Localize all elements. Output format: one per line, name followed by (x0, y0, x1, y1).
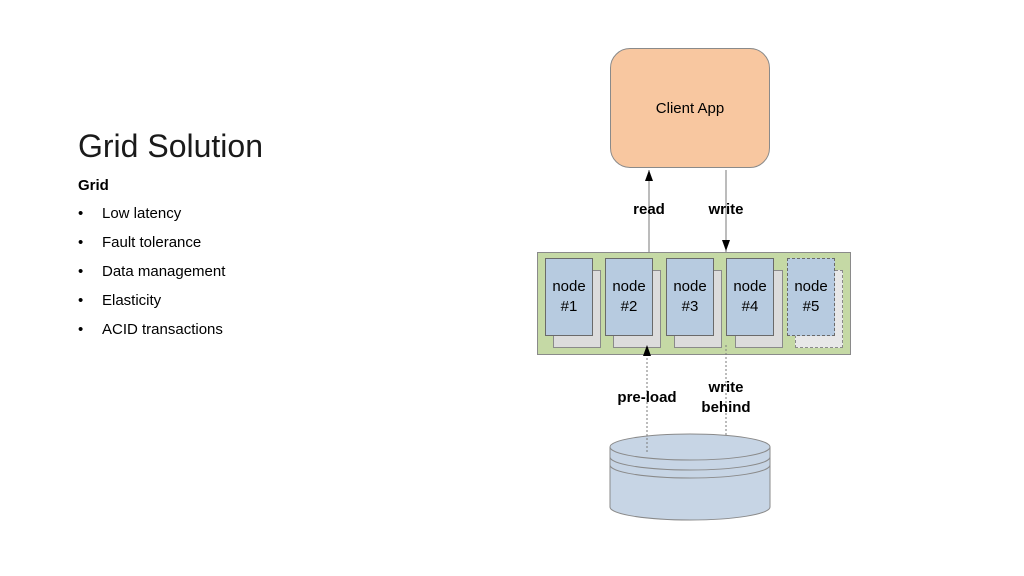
read-arrowhead (645, 170, 653, 181)
database-cylinder-icon (609, 433, 771, 521)
bullet-glyph: • (78, 321, 84, 338)
read-label: read (633, 201, 665, 218)
write-behind-label: write behind (694, 378, 758, 418)
list-item-text: ACID transactions (102, 321, 223, 338)
preload-label: pre-load (617, 389, 677, 406)
list-item-text: Low latency (102, 205, 182, 222)
write-label: write (708, 201, 744, 218)
node-number: #2 (620, 298, 638, 315)
write-behind-line-1: write (708, 379, 744, 396)
node-label: node (794, 278, 828, 295)
node-number: #5 (802, 298, 820, 315)
write-arrowhead (722, 240, 730, 251)
client-app-box: Client App (610, 48, 770, 168)
node-number: #3 (681, 298, 699, 315)
node-number: #4 (741, 298, 759, 315)
bullet-glyph: • (78, 234, 84, 251)
node-label: node (552, 278, 586, 295)
bullet-glyph: • (78, 292, 84, 309)
grid-node-1: node #1 (545, 258, 593, 336)
page-title: Grid Solution (78, 128, 263, 164)
grid-node-5: node #5 (787, 258, 835, 336)
grid-node-2: node #2 (605, 258, 653, 336)
node-label: node (733, 278, 767, 295)
list-item-text: Fault tolerance (102, 234, 202, 251)
bullet-glyph: • (78, 205, 84, 222)
write-behind-line-2: behind (701, 399, 751, 416)
grid-node-4: node #4 (726, 258, 774, 336)
client-app-label: Client App (655, 99, 725, 117)
bullet-glyph: • (78, 263, 84, 280)
node-number: #1 (560, 298, 578, 315)
list-item-text: Data management (102, 263, 226, 280)
section-subtitle: Grid (78, 177, 109, 194)
node-label: node (673, 278, 707, 295)
grid-node-3: node #3 (666, 258, 714, 336)
preload-arrowhead (643, 345, 651, 356)
list-item-text: Elasticity (102, 292, 162, 309)
node-label: node (612, 278, 646, 295)
